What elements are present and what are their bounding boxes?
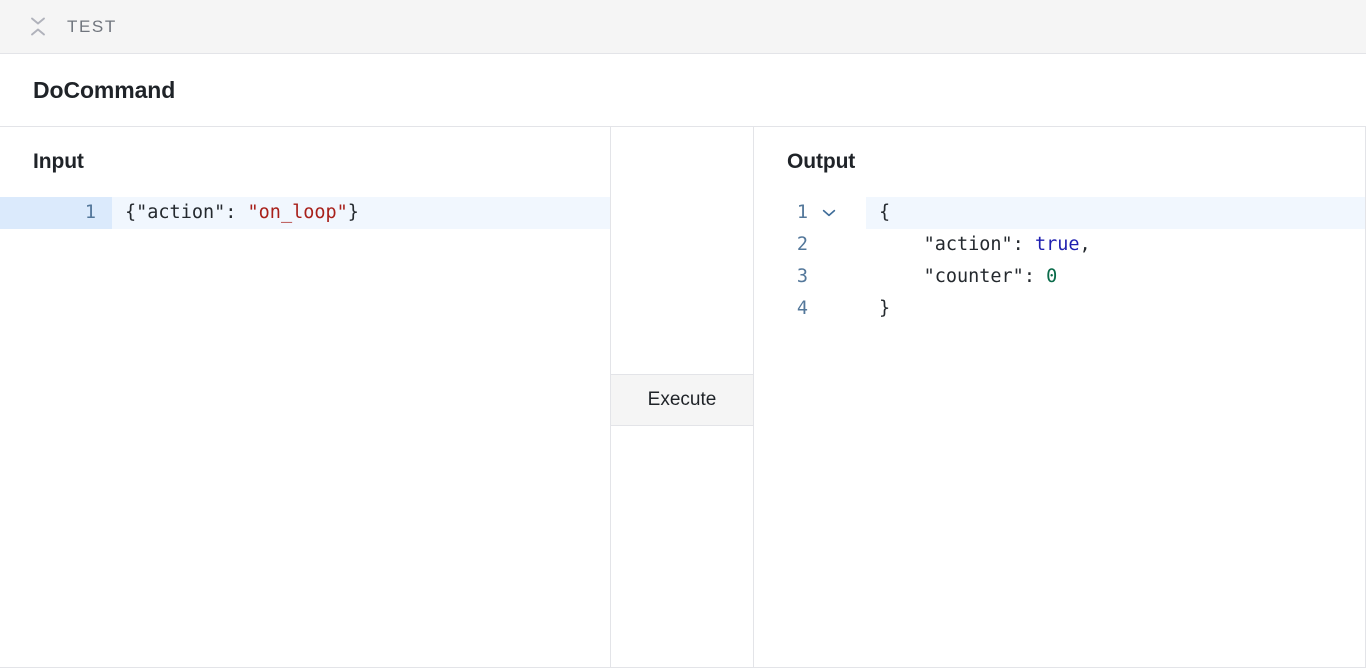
code-token: true <box>1034 234 1080 255</box>
code-token: "action" <box>136 202 226 223</box>
code-token: 0 <box>1046 266 1058 287</box>
line-gutter: 3 <box>754 261 866 293</box>
line-gutter: 1 <box>754 197 866 229</box>
code-content[interactable]: { <box>866 197 1365 229</box>
page-title: DoCommand <box>33 76 176 103</box>
line-number: 1 <box>796 202 808 223</box>
command-title-row: DoCommand <box>0 54 1366 127</box>
line-number: 4 <box>796 298 808 319</box>
actions-pane: Execute <box>610 127 754 667</box>
code-token: } <box>347 202 359 223</box>
input-code-editor[interactable]: 1 {"action": "on_loop"} <box>0 197 610 229</box>
code-token: "counter" <box>923 266 1024 287</box>
code-token: { <box>879 202 891 223</box>
code-line[interactable]: 1 {"action": "on_loop"} <box>0 197 610 229</box>
code-token <box>879 261 924 293</box>
code-token: : <box>225 202 248 223</box>
collapse-chevrons-icon[interactable] <box>26 15 50 39</box>
execute-button[interactable]: Execute <box>610 374 754 426</box>
output-pane-heading: Output <box>787 150 856 173</box>
code-line[interactable]: 3 "counter": 0 <box>754 261 1365 293</box>
code-token: { <box>125 202 137 223</box>
code-line[interactable]: 4} <box>754 293 1365 325</box>
code-token <box>879 229 924 261</box>
test-section-title: TEST <box>67 17 117 36</box>
code-line[interactable]: 1{ <box>754 197 1365 229</box>
panes-container: Input 1{"action": "on_loop"} Execute Out… <box>0 127 1366 668</box>
code-token: , <box>1079 234 1091 255</box>
code-line[interactable]: 2 "action": true, <box>754 229 1365 261</box>
code-content[interactable]: "action": true, <box>866 229 1365 261</box>
code-token: } <box>879 298 891 319</box>
actions-pane-spacer <box>611 127 753 374</box>
code-token: "on_loop" <box>247 202 348 223</box>
chevron-down-icon[interactable] <box>812 209 846 217</box>
line-gutter: 2 <box>754 229 866 261</box>
code-token: : <box>1012 234 1035 255</box>
test-section-header: TEST <box>0 0 1366 54</box>
line-number: 1 <box>84 202 96 223</box>
line-number: 3 <box>796 266 808 287</box>
line-number: 2 <box>796 234 808 255</box>
code-content[interactable]: } <box>866 293 1365 325</box>
input-pane-heading: Input <box>33 150 84 173</box>
code-token: "action" <box>923 234 1013 255</box>
code-content[interactable]: "counter": 0 <box>866 261 1365 293</box>
line-gutter: 4 <box>754 293 866 325</box>
code-content[interactable]: {"action": "on_loop"} <box>112 197 610 229</box>
input-pane: Input 1 {"action": "on_loop"} <box>0 127 610 667</box>
output-pane: Output 1{2 "action": true,3 "counter": 0… <box>754 127 1366 667</box>
code-token: : <box>1023 266 1047 287</box>
line-gutter: 1 <box>0 197 112 229</box>
